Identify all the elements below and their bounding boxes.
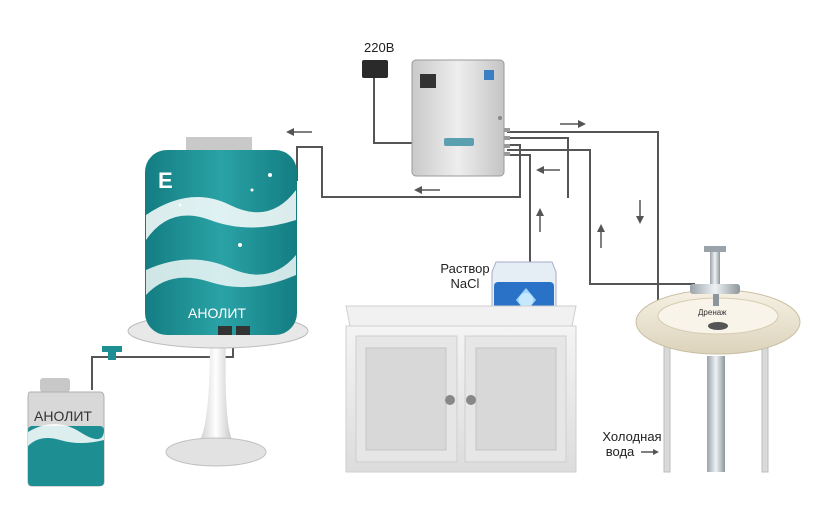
arrow-left-mid [414,186,440,194]
power-plug-icon [362,60,388,78]
faucet-icon [690,246,740,306]
cold-water-label-line2: вода [605,443,635,459]
control-box [411,59,510,177]
cabinet-knob-right [466,395,476,405]
pipe-cold-water [507,149,695,285]
cabinet [345,305,577,473]
salt-solution-label-line2: NaCl [450,275,480,291]
pipe-box-to-sink-2 [507,131,659,302]
arrow-right-top [560,120,586,128]
arrow-up-salt [536,208,544,232]
cabinet-knob-left [445,395,455,405]
pipe-box-to-sink-1 [507,137,569,198]
pipe-salt-solution [507,154,531,288]
drain-label: Дренаж [698,308,727,317]
arrow-down-sink [636,200,644,224]
arrow-up-cold [597,224,605,248]
anolyte-tank [145,137,297,335]
anolyte-canister [27,378,105,487]
power-label: 220В [364,40,395,55]
salt-solution-label-line1: Раствор [440,261,490,276]
flow-arrows [286,120,659,455]
sink [635,246,801,473]
drain-hole-icon [708,322,728,330]
tank-brand-letter: E [158,168,173,193]
canister-anolyte-label: АНОЛИТ [34,408,92,424]
valve-icon [102,346,122,360]
power-cable [373,78,412,144]
arrow-cold-water [641,449,659,455]
display-icon [420,74,436,88]
salt-solution-label: Раствор NaCl [430,261,500,292]
tank-anolyte-label: АНОЛИТ [188,305,246,321]
brand-badge-icon [484,70,494,80]
arrow-left-box [536,166,560,174]
arrow-left-top [286,128,312,136]
cold-water-label-line1: Холодная [602,429,662,444]
cold-water-label: Холодная вода [594,429,670,460]
anolyte-tank-stand [127,313,309,467]
panel-logo-icon [444,138,474,146]
